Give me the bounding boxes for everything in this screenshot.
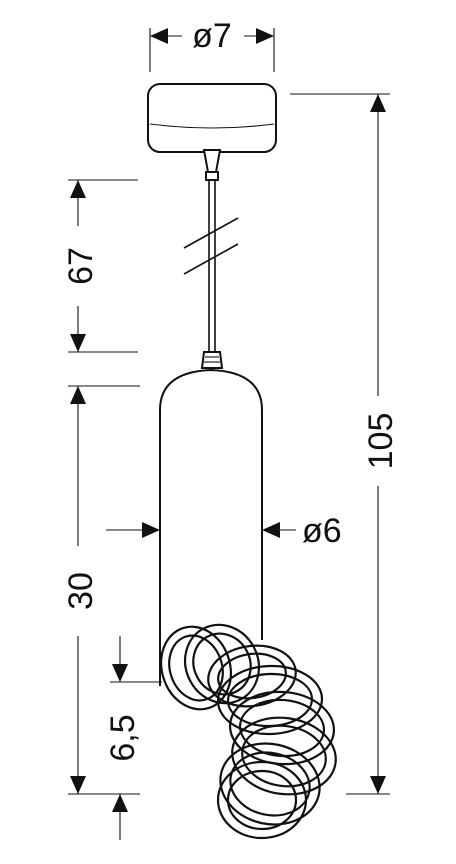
shade-height-label: 30 xyxy=(62,572,100,610)
dimension-coil-height: 6,5 xyxy=(104,636,162,840)
cable xyxy=(183,149,239,369)
dimension-shade-diameter: ø6 xyxy=(106,512,342,550)
total-height-label: 105 xyxy=(362,413,400,470)
shade-diameter-label: ø6 xyxy=(302,512,342,550)
cable-length-label: 67 xyxy=(62,247,100,285)
dimension-total-height: 105 xyxy=(290,93,400,795)
lamp-shade xyxy=(159,368,263,686)
canopy-diameter-label: ø7 xyxy=(192,17,232,55)
dimension-shade-height: 30 xyxy=(62,385,140,795)
decorative-coil xyxy=(160,623,337,840)
dimension-cable-length: 67 xyxy=(62,179,138,353)
coil-height-label: 6,5 xyxy=(104,714,142,761)
canopy xyxy=(147,83,277,153)
dimension-canopy-diameter: ø7 xyxy=(149,17,275,72)
